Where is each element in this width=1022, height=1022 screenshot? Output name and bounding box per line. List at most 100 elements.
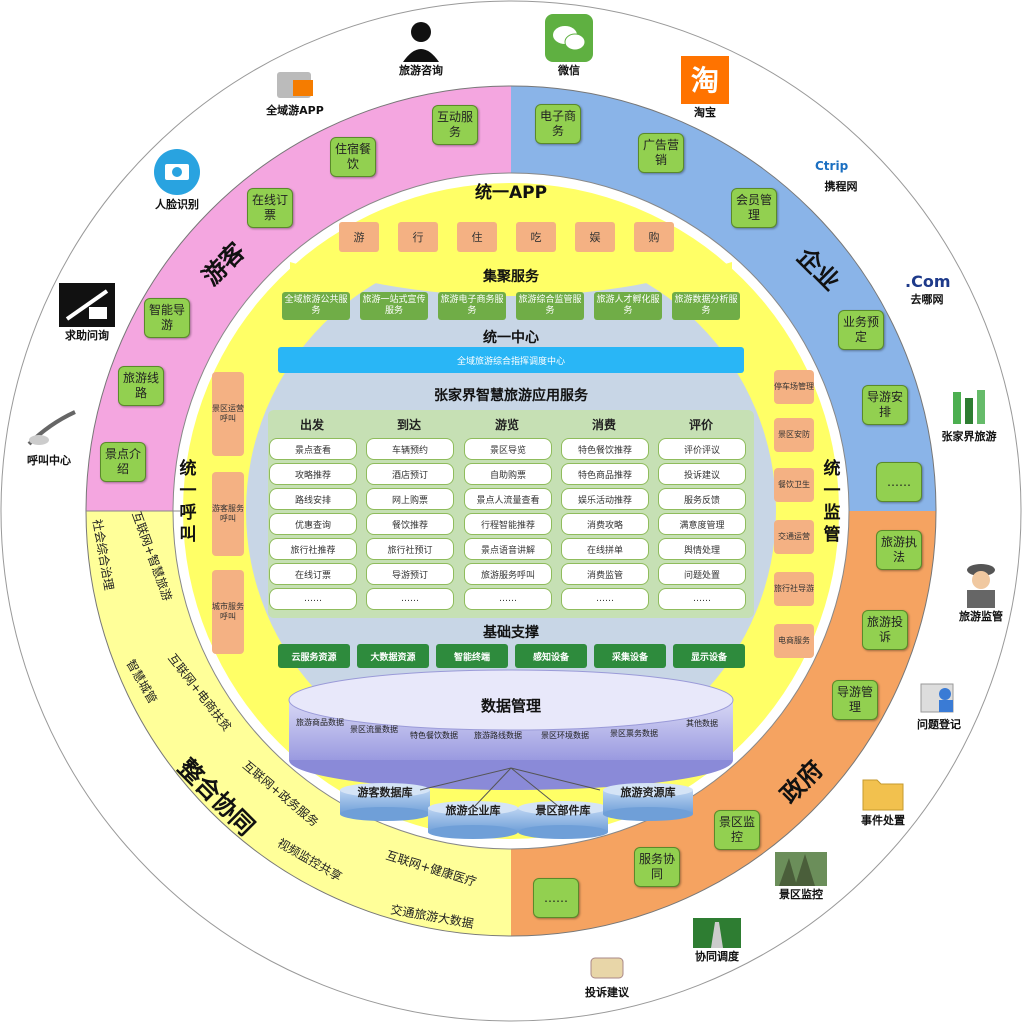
jiju-item-1[interactable]: 全域旅游公共服务 [282, 292, 350, 320]
youke-btn-xianlu[interactable]: 旅游线路 [118, 366, 164, 406]
ext-shijian-chuzhi[interactable]: 事件处置 [838, 772, 928, 827]
app-item-gou[interactable]: 购 [634, 222, 674, 252]
zhengfu-btn-xietong[interactable]: 服务协同 [634, 847, 680, 887]
jichu-item-2[interactable]: 大数据资源 [357, 644, 429, 668]
jiju-item-6[interactable]: 旅游数据分析服务 [672, 292, 740, 320]
db-youke[interactable]: 游客数据库 [357, 786, 413, 799]
zhengfu-btn-zhifa[interactable]: 旅游执法 [876, 530, 922, 570]
qiye-btn-daoyou[interactable]: 导游安排 [862, 385, 908, 425]
service-cell[interactable]: 旅游服务呼叫 [464, 563, 552, 585]
service-cell[interactable]: 服务反馈 [658, 488, 746, 510]
service-cell[interactable]: …… [366, 588, 454, 610]
service-cell[interactable]: 满意度管理 [658, 513, 746, 535]
ext-xiecheng[interactable]: Ctrip 携程网 [796, 154, 886, 193]
jianguan-item-3[interactable]: 餐饮卫生 [774, 468, 814, 502]
jichu-item-6[interactable]: 显示设备 [673, 644, 745, 668]
ext-jingqu-jiankong[interactable]: 景区监控 [756, 852, 846, 901]
service-cell[interactable]: 景点查看 [269, 438, 357, 460]
app-item-xing[interactable]: 行 [398, 222, 438, 252]
service-cell[interactable]: 车辆预约 [366, 438, 454, 460]
ext-zjj-lvyou[interactable]: 张家界旅游 [924, 388, 1014, 443]
jichu-item-4[interactable]: 感知设备 [515, 644, 587, 668]
db-bujian[interactable]: 景区部件库 [535, 804, 591, 817]
service-cell[interactable]: 在线订票 [269, 563, 357, 585]
service-cell[interactable]: …… [464, 588, 552, 610]
service-cell[interactable]: 旅行社推荐 [269, 538, 357, 560]
service-cell[interactable]: 自助购票 [464, 463, 552, 485]
ext-qiuzhu[interactable]: 求助问询 [42, 283, 132, 342]
youke-btn-dingpiao[interactable]: 在线订票 [247, 188, 293, 228]
ext-wenti-dengji[interactable]: 问题登记 [894, 680, 984, 731]
zhengfu-btn-jiankong[interactable]: 景区监控 [714, 810, 760, 850]
jianguan-item-1[interactable]: 停车场管理 [774, 370, 814, 404]
ext-taobao[interactable]: 淘 淘宝 [660, 56, 750, 119]
service-cell[interactable]: 消费监管 [561, 563, 649, 585]
service-cell[interactable]: 导游预订 [366, 563, 454, 585]
service-cell[interactable]: 舆情处理 [658, 538, 746, 560]
jianguan-item-5[interactable]: 旅行社导游 [774, 572, 814, 606]
command-center-bar[interactable]: 全域旅游综合指挥调度中心 [278, 347, 744, 373]
service-cell[interactable]: 路线安排 [269, 488, 357, 510]
zhengfu-btn-more[interactable]: …… [533, 878, 579, 918]
service-cell[interactable]: 景点人流量查看 [464, 488, 552, 510]
app-item-you[interactable]: 游 [339, 222, 379, 252]
service-cell[interactable]: 投诉建议 [658, 463, 746, 485]
service-cell[interactable]: …… [561, 588, 649, 610]
hujiao-item-2[interactable]: 游客服务呼叫 [212, 472, 244, 556]
ext-tousu-jianyi[interactable]: 投诉建议 [562, 950, 652, 999]
service-cell[interactable]: 娱乐活动推荐 [561, 488, 649, 510]
service-cell[interactable]: …… [269, 588, 357, 610]
qiye-btn-more[interactable]: …… [876, 462, 922, 502]
db-ziyuan[interactable]: 旅游资源库 [620, 786, 676, 799]
ext-renlian[interactable]: 人脸识别 [132, 148, 222, 211]
jiju-item-2[interactable]: 旅游一站式宣传服务 [360, 292, 428, 320]
service-cell[interactable]: 优惠查询 [269, 513, 357, 535]
app-item-zhu[interactable]: 住 [457, 222, 497, 252]
service-cell[interactable]: 行程智能推荐 [464, 513, 552, 535]
ext-xietong-diaodu[interactable]: 协同调度 [672, 918, 762, 963]
jianguan-item-2[interactable]: 景区安防 [774, 418, 814, 452]
ext-weixin[interactable]: 微信 [524, 14, 614, 77]
service-cell[interactable]: 网上购票 [366, 488, 454, 510]
service-cell[interactable]: 餐饮推荐 [366, 513, 454, 535]
jiju-item-4[interactable]: 旅游综合监管服务 [516, 292, 584, 320]
service-cell[interactable]: 景点语音讲解 [464, 538, 552, 560]
youke-btn-daoyou[interactable]: 智能导游 [144, 298, 190, 338]
qiye-btn-guanggao[interactable]: 广告营销 [638, 133, 684, 173]
service-cell[interactable]: 评价评议 [658, 438, 746, 460]
service-cell[interactable]: 攻略推荐 [269, 463, 357, 485]
ext-lvyou-zixun[interactable]: 旅游咨询 [376, 18, 466, 77]
service-cell[interactable]: …… [658, 588, 746, 610]
hujiao-item-1[interactable]: 景区运营呼叫 [212, 372, 244, 456]
jianguan-item-4[interactable]: 交通运营 [774, 520, 814, 554]
ext-qunar[interactable]: .Com 去哪网 [882, 265, 972, 306]
ext-lvyou-jianguan[interactable]: 旅游监管 [936, 560, 1022, 623]
service-cell[interactable]: 在线拼单 [561, 538, 649, 560]
jichu-item-1[interactable]: 云服务资源 [278, 644, 350, 668]
jianguan-item-6[interactable]: 电商服务 [774, 624, 814, 658]
jichu-item-5[interactable]: 采集设备 [594, 644, 666, 668]
app-item-yu[interactable]: 娱 [575, 222, 615, 252]
zhengfu-btn-daoyou[interactable]: 导游管理 [832, 680, 878, 720]
qiye-btn-huiyuan[interactable]: 会员管理 [731, 188, 777, 228]
service-cell[interactable]: 特色餐饮推荐 [561, 438, 649, 460]
youke-btn-jingdian[interactable]: 景点介绍 [100, 442, 146, 482]
youke-btn-zhusu[interactable]: 住宿餐饮 [330, 137, 376, 177]
youke-btn-hudong[interactable]: 互动服务 [432, 105, 478, 145]
service-cell[interactable]: 景区导览 [464, 438, 552, 460]
hujiao-item-3[interactable]: 城市服务呼叫 [212, 570, 244, 654]
service-cell[interactable]: 问题处置 [658, 563, 746, 585]
service-cell[interactable]: 旅行社预订 [366, 538, 454, 560]
ext-hujiao-zhongxin[interactable]: 呼叫中心 [4, 404, 94, 467]
service-cell[interactable]: 酒店预订 [366, 463, 454, 485]
qiye-btn-dianzi[interactable]: 电子商务 [535, 104, 581, 144]
zhengfu-btn-tousu[interactable]: 旅游投诉 [862, 610, 908, 650]
service-cell[interactable]: 特色商品推荐 [561, 463, 649, 485]
jichu-item-3[interactable]: 智能终端 [436, 644, 508, 668]
jiju-item-3[interactable]: 旅游电子商务服务 [438, 292, 506, 320]
db-qiye[interactable]: 旅游企业库 [445, 804, 501, 817]
app-item-chi[interactable]: 吃 [516, 222, 556, 252]
jiju-item-5[interactable]: 旅游人才孵化服务 [594, 292, 662, 320]
qiye-btn-yewu[interactable]: 业务预定 [838, 310, 884, 350]
service-cell[interactable]: 消费攻略 [561, 513, 649, 535]
